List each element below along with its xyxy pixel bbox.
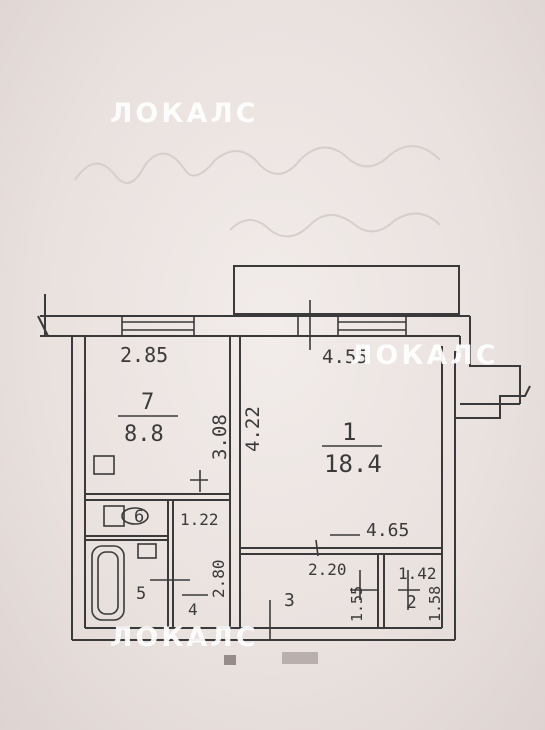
room-width-label: 4.55	[322, 346, 368, 368]
watermark-middle: ЛОКАЛС	[350, 340, 499, 371]
bath-number-label: 5	[136, 584, 147, 604]
watermark-top: ЛОКАЛС	[110, 98, 259, 129]
hall-width-label: 2.20	[308, 560, 347, 579]
room-number-label: 1	[342, 418, 357, 446]
windows	[121, 300, 407, 350]
watermark-bottom: ЛОКАЛС	[110, 622, 259, 653]
hall-depth-label: 1.55	[348, 585, 366, 622]
balcony	[233, 265, 460, 315]
corridor-number-label: 4	[188, 600, 198, 619]
hall-number-label: 3	[284, 590, 295, 611]
interior-walls	[85, 336, 442, 628]
kitchen-area-label: 8.8	[124, 422, 164, 447]
obscured-text	[224, 652, 318, 665]
faint-handwriting	[74, 145, 441, 238]
corridor-dim-label: 2.80	[209, 559, 228, 598]
room-depth-label: 4.22	[242, 406, 264, 452]
room-area-label: 18.4	[324, 450, 382, 478]
kitchen-number-label: 7	[141, 390, 155, 415]
fixtures	[91, 415, 420, 640]
closet-number-label: 2	[406, 592, 417, 613]
closet-width-label: 1.42	[398, 564, 437, 583]
toilet-number-label: 6	[134, 507, 145, 527]
kitchen-depth-label: 3.08	[209, 414, 231, 460]
closet-depth-label: 1.58	[426, 585, 444, 622]
kitchen-width-label: 2.85	[120, 343, 169, 367]
toilet-dim-label: 1.22	[180, 510, 219, 529]
room-bottom-note-label: 4.65	[366, 520, 410, 541]
